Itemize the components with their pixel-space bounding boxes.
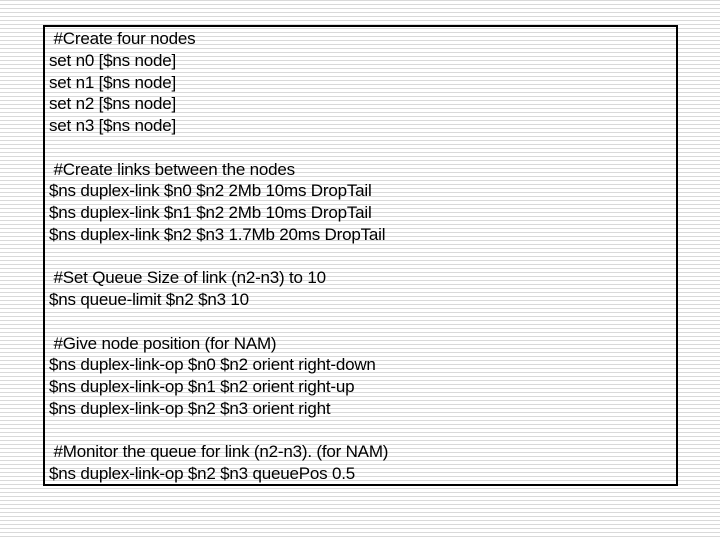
code-line-comment: #Give node position (for NAM): [49, 333, 277, 353]
code-line-comment: #Set Queue Size of link (n2-n3) to 10: [49, 268, 327, 288]
code-block-queue-size: #Set Queue Size of link (n2-n3) to 10 $n…: [49, 267, 674, 311]
code-line: set n1 [$ns node]: [49, 72, 177, 92]
code-line: $ns duplex-link-op $n1 $n2 orient right-…: [49, 377, 355, 396]
code-line: $ns queue-limit $n2 $n3 10: [49, 290, 249, 309]
code-line: $ns duplex-link $n0 $n2 2Mb 10ms DropTai…: [49, 181, 372, 201]
code-line-comment: #Monitor the queue for link (n2-n3). (fo…: [49, 442, 389, 462]
code-line: $ns duplex-link $n2 $n3 1.7Mb 20ms DropT…: [49, 224, 386, 244]
code-block-create-links: #Create links between the nodes $ns dupl…: [49, 159, 674, 246]
code-line-comment: #Create four nodes: [49, 29, 196, 48]
code-block-node-position: #Give node position (for NAM) $ns duplex…: [49, 333, 674, 420]
code-line-comment: #Create links between the nodes: [49, 159, 296, 179]
code-line: set n0 [$ns node]: [49, 50, 177, 70]
code-line: set n2 [$ns node]: [49, 94, 177, 114]
code-line: set n3 [$ns node]: [49, 116, 177, 135]
code-line: $ns duplex-link-op $n2 $n3 queuePos 0.5: [49, 464, 355, 483]
slide-code-textbox: #Create four nodes set n0 [$ns node] set…: [43, 25, 678, 486]
code-line: $ns duplex-link $n1 $n2 2Mb 10ms DropTai…: [49, 203, 372, 222]
code-block-create-nodes: #Create four nodes set n0 [$ns node] set…: [49, 28, 674, 137]
code-line: $ns duplex-link-op $n0 $n2 orient right-…: [49, 355, 376, 375]
code-line: $ns duplex-link-op $n2 $n3 orient right: [49, 398, 331, 418]
code-block-monitor-queue: #Monitor the queue for link (n2-n3). (fo…: [49, 441, 674, 485]
